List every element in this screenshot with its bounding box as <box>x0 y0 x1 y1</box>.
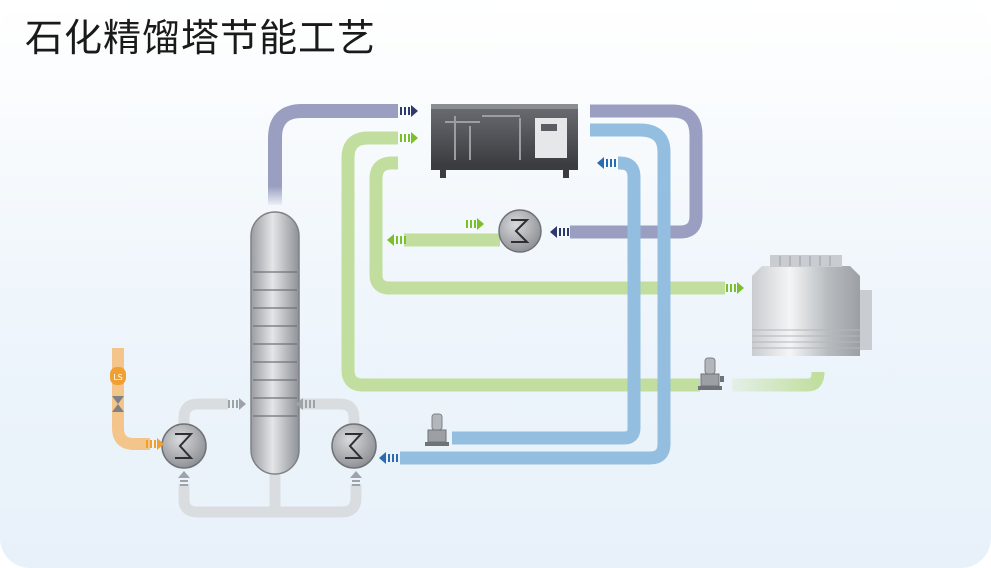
steam-trap-icon: LS <box>110 367 126 385</box>
arrow-right-navy-icon <box>400 105 418 117</box>
arrow-right-grey-icon <box>228 398 246 410</box>
arrow-left-green-icon <box>387 234 406 246</box>
diagram-title: 石化精馏塔节能工艺 <box>25 16 377 60</box>
flow-arrows <box>146 105 744 486</box>
heat-exchanger-icon <box>498 209 542 253</box>
svg-text:LS: LS <box>113 373 123 382</box>
arrow-right-orange-icon <box>146 438 164 450</box>
arrow-right-green-icon <box>466 218 484 230</box>
arrow-up-grey-icon <box>178 471 190 486</box>
arrow-left-navy-icon <box>550 226 569 238</box>
grey-pipe-loop <box>178 398 362 518</box>
chiller-unit-icon <box>431 104 578 178</box>
condenser-heat-exchanger-icon <box>331 423 377 469</box>
pump-icon <box>425 413 449 446</box>
arrow-right-green-icon <box>400 132 418 144</box>
purple-pipe-loop <box>268 104 703 239</box>
orange-steam-pipe <box>112 348 150 450</box>
green-pipe-loop <box>341 131 825 392</box>
arrow-left-blue-icon <box>597 157 616 169</box>
arrow-left-blue-icon <box>379 452 398 464</box>
arrow-up-grey-icon <box>350 471 362 486</box>
reboiler-heat-exchanger-icon <box>161 423 207 469</box>
blue-pipe-loop <box>383 123 671 465</box>
pump-icon <box>698 357 724 390</box>
valve-icon <box>112 396 124 412</box>
cooling-tower-icon <box>752 255 872 356</box>
arrow-left-grey-icon <box>296 398 315 410</box>
distillation-column-icon <box>250 211 300 475</box>
arrow-right-green-icon <box>726 282 744 294</box>
